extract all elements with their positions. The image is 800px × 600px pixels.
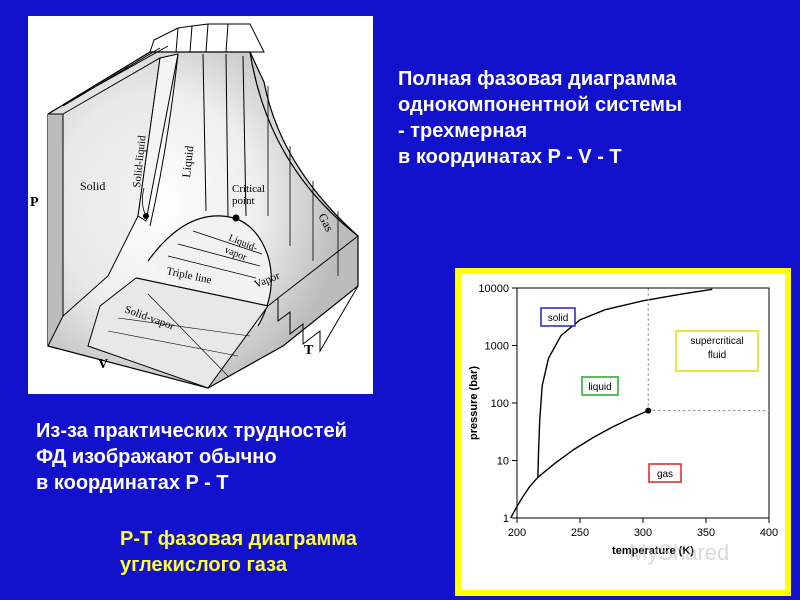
solid-liquid-band bbox=[137, 53, 179, 222]
note-text: Из-за практических трудностей ФД изображ… bbox=[36, 418, 347, 496]
pvt-3d-diagram: P V T Solid Solid-liquid Liquid Gas Crit… bbox=[28, 16, 373, 394]
region-label-text: fluid bbox=[708, 350, 726, 361]
x-tick-label: 300 bbox=[634, 527, 652, 539]
y-tick-label: 10000 bbox=[478, 283, 509, 295]
pt-chart: 1 10 100 1000 10000 200 250 300 350 400 solid liqu… bbox=[461, 274, 785, 590]
slide-title: Полная фазовая диаграмма однокомпонентно… bbox=[398, 66, 682, 170]
note-line: ФД изображают обычно bbox=[36, 446, 277, 468]
axis-v-label: V bbox=[98, 357, 108, 372]
title-line: - трехмерная bbox=[398, 120, 528, 142]
liquid-vapor-dome bbox=[147, 215, 272, 327]
note-line: Из-за практических трудностей bbox=[36, 420, 347, 442]
y-tick-label: 10 bbox=[497, 456, 509, 468]
region-label-text: solid bbox=[548, 313, 569, 324]
top-strips bbox=[47, 23, 265, 115]
caption-line: P-T фазовая диаграмма bbox=[120, 528, 357, 550]
caption-line: углекислого газа bbox=[120, 554, 287, 576]
x-tick-label: 250 bbox=[571, 527, 589, 539]
region-label-box bbox=[675, 330, 759, 372]
series-line-melting bbox=[537, 288, 713, 478]
region-label-box bbox=[648, 463, 682, 483]
gas-curve bbox=[249, 51, 359, 237]
region-liquid-label: Liquid bbox=[179, 145, 196, 178]
critical-point-label-line2: point bbox=[232, 195, 255, 207]
gas-vertical-lines bbox=[267, 86, 339, 276]
y-axis-label: pressure (bar) bbox=[468, 366, 480, 440]
pt-chart-frame: 1 10 100 1000 10000 200 250 300 350 400 solid liqu… bbox=[455, 268, 791, 596]
solid-liquid-leader bbox=[142, 187, 147, 217]
axis-p-label: P bbox=[30, 195, 39, 210]
critical-point-dot bbox=[232, 214, 240, 222]
series-line-sublimation bbox=[510, 476, 539, 519]
title-line: однокомпонентной системы bbox=[398, 94, 683, 116]
region-solid-liquid-label: Solid-liquid bbox=[131, 134, 148, 188]
region-label-text: gas bbox=[657, 469, 673, 480]
region-label-text: supercritical bbox=[690, 336, 743, 347]
solid-vapor-lines bbox=[107, 293, 251, 377]
liquid-lines bbox=[149, 53, 247, 227]
region-label-text: liquid bbox=[588, 382, 611, 393]
critical-point-label-line1: Critical bbox=[232, 183, 265, 195]
note-line: в координатах P - T bbox=[36, 472, 229, 494]
x-tick-label: 400 bbox=[760, 527, 778, 539]
title-line: Полная фазовая диаграмма bbox=[398, 68, 677, 90]
region-solid-label: Solid bbox=[80, 179, 105, 193]
pt-chart-svg: 1 10 100 1000 10000 200 250 300 350 400 solid liqu… bbox=[468, 283, 778, 565]
axis-t-label: T bbox=[304, 343, 314, 358]
y-tick-label: 100 bbox=[491, 398, 509, 410]
left-edge bbox=[47, 113, 64, 347]
x-tick-label: 350 bbox=[697, 527, 715, 539]
title-line: в координатах P - V - T bbox=[398, 146, 622, 168]
y-tick-label: 1000 bbox=[485, 341, 509, 353]
critical-point-dot bbox=[645, 407, 652, 414]
series-line-vaporization bbox=[537, 409, 649, 478]
solid-vapor-face bbox=[87, 277, 269, 389]
y-tick-label: 1 bbox=[503, 513, 509, 525]
region-label-box bbox=[581, 376, 619, 396]
x-tick-label: 200 bbox=[508, 527, 526, 539]
dome-tie-lines bbox=[167, 230, 263, 279]
vapor-steps bbox=[267, 235, 359, 353]
pvt-3d-svg: P V T Solid Solid-liquid Liquid Gas Crit… bbox=[30, 23, 359, 389]
watermark: MyShared bbox=[629, 540, 729, 565]
chart-caption: P-T фазовая диаграмма углекислого газа bbox=[120, 526, 357, 578]
x-axis-label: temperature (K) bbox=[612, 545, 694, 557]
region-label-box bbox=[540, 307, 576, 327]
